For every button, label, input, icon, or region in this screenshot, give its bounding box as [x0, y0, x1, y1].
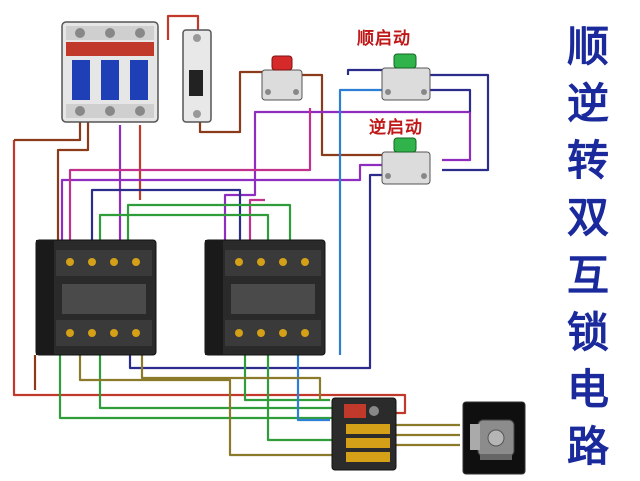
wire-brown-1	[14, 120, 82, 142]
wire-green-6	[98, 213, 270, 245]
wire-navy-2	[430, 73, 490, 172]
wire-red-2	[166, 14, 200, 40]
wire-green-5	[266, 355, 348, 442]
title-char: 逆	[566, 79, 609, 129]
wire-brown-2	[56, 120, 90, 245]
wire-magenta-2	[248, 198, 265, 245]
wire-green-3	[126, 203, 292, 245]
breaker	[61, 21, 159, 123]
fuse	[182, 29, 212, 123]
title-char: 互	[566, 250, 609, 300]
wire-olive-1	[78, 355, 348, 457]
forward-start-label: 顺启动	[357, 29, 411, 49]
wire-green-1	[58, 355, 340, 420]
wire-navy-1	[346, 68, 385, 75]
thermal-relay	[331, 397, 397, 471]
wire-navy-5	[90, 188, 242, 245]
wire-navy-3	[428, 88, 472, 112]
wire-purple-1	[60, 163, 382, 245]
wire-blue-2	[296, 355, 330, 422]
forward-button	[381, 53, 431, 101]
title-char: 锁	[566, 307, 609, 357]
reverse-start-label: 逆启动	[369, 118, 423, 138]
title-char: 顺	[566, 22, 609, 71]
stop-button	[261, 55, 303, 101]
wire-olive-2	[140, 355, 322, 400]
wire-brown-3	[198, 70, 268, 134]
wire-magenta-1	[68, 108, 312, 245]
wire-green-2	[98, 355, 340, 410]
wire-brown-4	[300, 73, 382, 157]
wire-navy-4	[128, 173, 384, 370]
title-char: 电	[566, 364, 609, 414]
contactor-2	[204, 239, 326, 356]
reverse-button	[381, 137, 431, 185]
title-char: 转	[566, 136, 609, 186]
vertical-title: 顺 逆 转 双 互 锁 电 路	[548, 22, 628, 472]
wire-purple-3	[223, 110, 472, 245]
title-char: 路	[566, 421, 609, 471]
wire-red	[12, 140, 407, 415]
motor	[462, 401, 526, 475]
title-char: 双	[566, 193, 609, 243]
wire-green-4	[243, 355, 330, 402]
contactor-1	[35, 239, 157, 356]
wire-blue-1	[338, 88, 385, 355]
